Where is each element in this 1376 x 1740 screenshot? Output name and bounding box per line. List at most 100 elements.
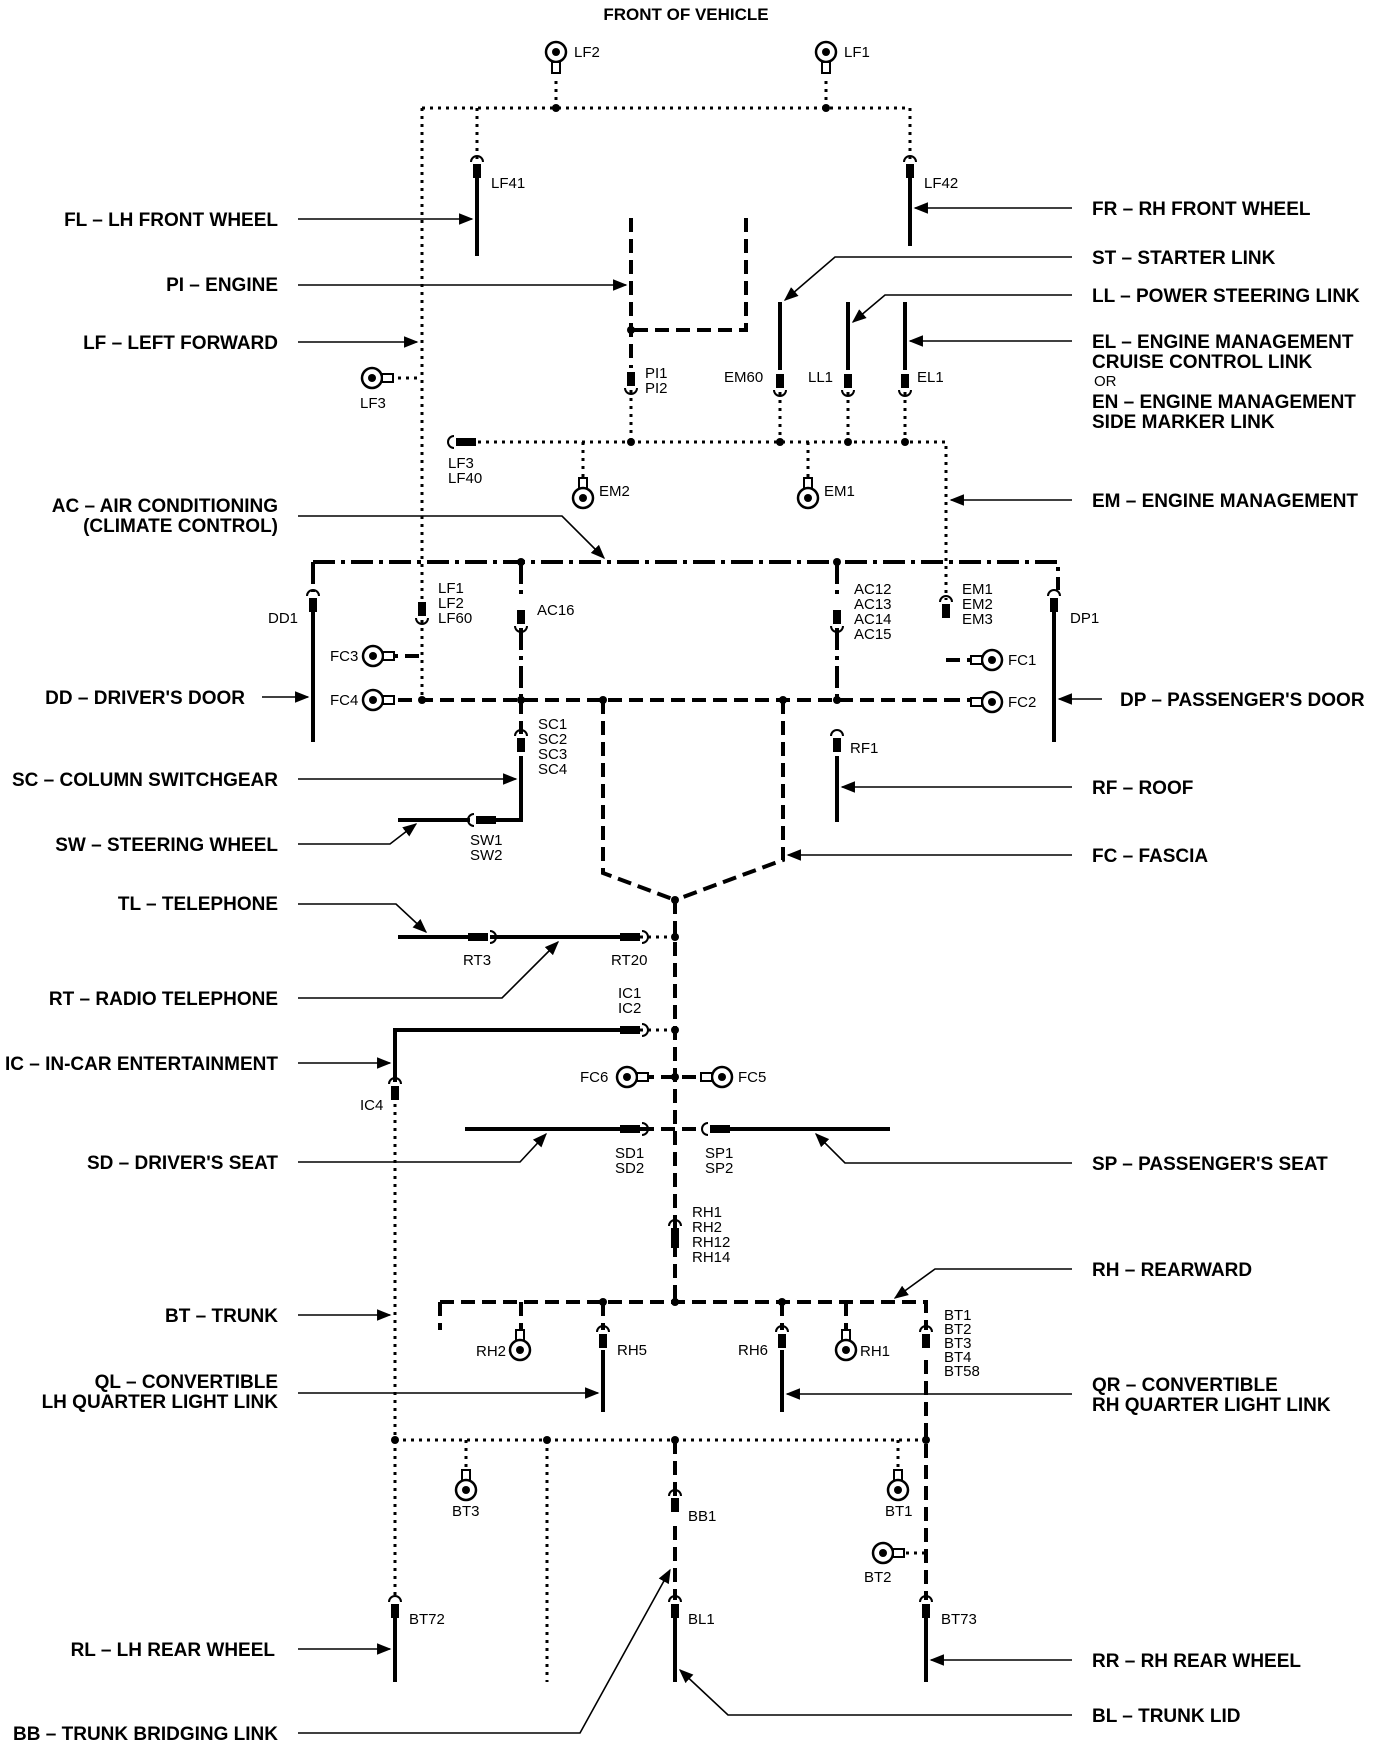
tag-rh1-eyelet: RH1 [860,1343,890,1360]
tag-dp1: DP1 [1070,610,1099,627]
tag-ac12: AC12 [854,581,892,598]
tag-bt2-eyelet: BT2 [864,1569,892,1586]
tag-pi1: PI1 [645,365,668,382]
tag-lf2: LF2 [574,44,600,61]
tag-rh12: RH12 [692,1234,730,1251]
tag-ac16: AC16 [537,602,575,619]
tag-sc1: SC1 [538,716,567,733]
label-sd: SD – DRIVER'S SEAT [87,1153,278,1174]
tag-sw2: SW2 [470,847,503,864]
label-em: EM – ENGINE MANAGEMENT [1092,491,1358,512]
tag-rh14: RH14 [692,1249,730,1266]
label-ll: LL – POWER STEERING LINK [1092,286,1360,307]
tag-sp1: SP1 [705,1145,733,1162]
tag-em60: EM60 [724,369,763,386]
tag-bt58: BT58 [944,1363,980,1380]
tag-em2: EM2 [599,483,630,500]
label-bb: BB – TRUNK BRIDGING LINK [13,1724,278,1740]
front-of-vehicle-title: FRONT OF VEHICLE [603,5,768,24]
tag-bt73: BT73 [941,1611,977,1628]
tag-bt1: BT1 [944,1307,972,1324]
label-ic: IC – IN-CAR ENTERTAINMENT [5,1054,278,1075]
tag-fc5: FC5 [738,1069,766,1086]
tag-lf2-g: LF2 [438,595,464,612]
tag-fc3: FC3 [330,648,358,665]
tag-lf40: LF40 [448,470,482,487]
tag-ic4: IC4 [360,1097,383,1114]
tag-sd2: SD2 [615,1160,644,1177]
label-st: ST – STARTER LINK [1092,248,1276,269]
label-el-1: EL – ENGINE MANAGEMENT [1092,332,1354,353]
tag-sw1: SW1 [470,832,503,849]
tag-fc6: FC6 [580,1069,608,1086]
tag-bt3-eyelet: BT3 [452,1503,480,1520]
harness-wires [311,76,1060,1682]
right-callouts: FR – RH FRONT WHEEL ST – STARTER LINK LL… [678,199,1365,1727]
tag-dd1: DD1 [268,610,298,627]
tag-rh2-eyelet: RH2 [476,1343,506,1360]
tag-lf1: LF1 [844,44,870,61]
junction-dots [391,104,930,1444]
tag-em3-g: EM3 [962,611,993,628]
tag-bl1: BL1 [688,1611,715,1628]
tag-bt3: BT3 [944,1335,972,1352]
tag-ic1: IC1 [618,985,641,1002]
tag-rh5: RH5 [617,1342,647,1359]
label-rl: RL – LH REAR WHEEL [71,1640,276,1661]
tag-sc4: SC4 [538,761,567,778]
label-bl: BL – TRUNK LID [1092,1706,1240,1727]
label-qr-2: RH QUARTER LIGHT LINK [1092,1395,1331,1416]
left-callouts: FL – LH FRONT WHEEL PI – ENGINE LF – LEF… [5,210,671,1740]
tag-lf3-lower: LF3 [448,455,474,472]
tag-el1: EL1 [917,369,944,386]
label-en-1: EN – ENGINE MANAGEMENT [1092,392,1356,413]
tag-ll1: LL1 [808,369,833,386]
label-sc: SC – COLUMN SWITCHGEAR [12,770,278,791]
label-tl: TL – TELEPHONE [118,894,278,915]
label-or: OR [1094,373,1117,390]
label-rt: RT – RADIO TELEPHONE [49,989,278,1010]
tag-lf1-g: LF1 [438,580,464,597]
tag-bt1-eyelet: BT1 [885,1503,913,1520]
label-qr-1: QR – CONVERTIBLE [1092,1375,1278,1396]
tag-fc2: FC2 [1008,694,1036,711]
tag-rf1: RF1 [850,740,878,757]
label-rh: RH – REARWARD [1092,1260,1252,1281]
label-el-2: CRUISE CONTROL LINK [1092,352,1313,373]
tag-em1-g: EM1 [962,581,993,598]
tag-lf3: LF3 [360,395,386,412]
label-rr: RR – RH REAR WHEEL [1092,1651,1301,1672]
tag-rh6: RH6 [738,1342,768,1359]
label-fl: FL – LH FRONT WHEEL [64,210,278,231]
label-ql-1: QL – CONVERTIBLE [95,1372,278,1393]
tag-em1: EM1 [824,483,855,500]
tag-ac14: AC14 [854,611,892,628]
connector-symbols [306,40,1061,1619]
tag-bb1: BB1 [688,1508,716,1525]
label-rf: RF – ROOF [1092,778,1193,799]
tag-sd1: SD1 [615,1145,644,1162]
tag-bt72: BT72 [409,1611,445,1628]
connector-tags: LF2 LF1 LF41 LF42 LF3 PI1 PI2 EM60 LL1 E… [268,44,1099,1628]
tag-rh1: RH1 [692,1204,722,1221]
tag-ac15: AC15 [854,626,892,643]
label-fr: FR – RH FRONT WHEEL [1092,199,1311,220]
tag-bt2: BT2 [944,1321,972,1338]
label-dd: DD – DRIVER'S DOOR [45,688,245,709]
tag-rh2: RH2 [692,1219,722,1236]
tag-sc3: SC3 [538,746,567,763]
label-dp: DP – PASSENGER'S DOOR [1120,690,1365,711]
label-sp: SP – PASSENGER'S SEAT [1092,1154,1328,1175]
tag-pi2: PI2 [645,380,668,397]
label-fc: FC – FASCIA [1092,846,1208,867]
tag-fc1: FC1 [1008,652,1036,669]
tag-em2-g: EM2 [962,596,993,613]
tag-lf60: LF60 [438,610,472,627]
label-lf: LF – LEFT FORWARD [83,333,278,354]
tag-lf42: LF42 [924,175,958,192]
tag-ic2: IC2 [618,1000,641,1017]
label-pi: PI – ENGINE [166,275,278,296]
tag-rt20: RT20 [611,952,647,969]
label-ac-1: AC – AIR CONDITIONING [52,496,278,517]
